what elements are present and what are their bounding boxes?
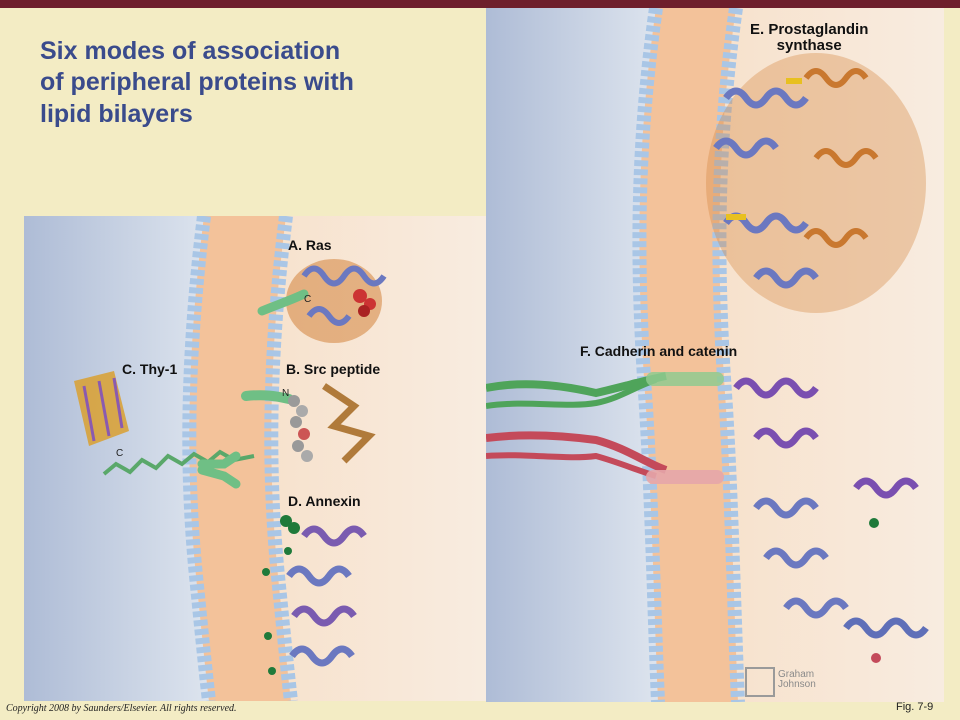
outer-headgroups — [182, 216, 216, 701]
ras-protein — [257, 259, 387, 343]
figure-number: Fig. 7-9 — [896, 701, 934, 713]
right-illustration — [486, 8, 944, 702]
left-figure-panel: A. Ras B. Src peptide C. Thy-1 D. Annexi… — [24, 216, 488, 701]
label-prostaglandin-synthase: E. Prostaglandin synthase — [750, 21, 869, 54]
label-cadherin-catenin: F. Cadherin and catenin — [580, 343, 738, 359]
top-bar — [0, 0, 960, 8]
slide-title: Six modes of association of peripheral p… — [40, 37, 354, 128]
catenin-complex — [733, 377, 929, 663]
copyright-notice: Copyright 2008 by Saunders/Elsevier. All… — [6, 703, 237, 714]
right-figure-panel: E. Prostaglandin synthase F. Cadherin an… — [486, 8, 944, 702]
lipid-bilayer-core — [639, 8, 738, 702]
ras-c-terminus: C — [304, 294, 312, 305]
annexin-protein — [262, 515, 367, 675]
inner-headgroups — [712, 8, 745, 702]
label-thy1: C. Thy-1 — [122, 361, 178, 377]
cadherin-protein — [486, 372, 724, 484]
label-annexin: D. Annexin — [288, 493, 361, 509]
artist-logo — [745, 667, 775, 697]
prostaglandin-synthase-protein — [706, 53, 926, 313]
label-ras: A. Ras — [288, 237, 332, 253]
thy1-protein — [74, 371, 255, 489]
extracellular-region — [486, 8, 658, 702]
outer-headgroups — [632, 8, 665, 702]
extracellular-region — [24, 216, 209, 701]
thy1-c-terminus: C — [116, 448, 124, 459]
label-src-peptide: B. Src peptide — [286, 361, 381, 377]
src-peptide — [241, 383, 376, 464]
left-illustration — [24, 216, 488, 701]
artist-credit: Graham Johnson — [778, 669, 816, 690]
src-n-terminus: N — [282, 388, 290, 399]
